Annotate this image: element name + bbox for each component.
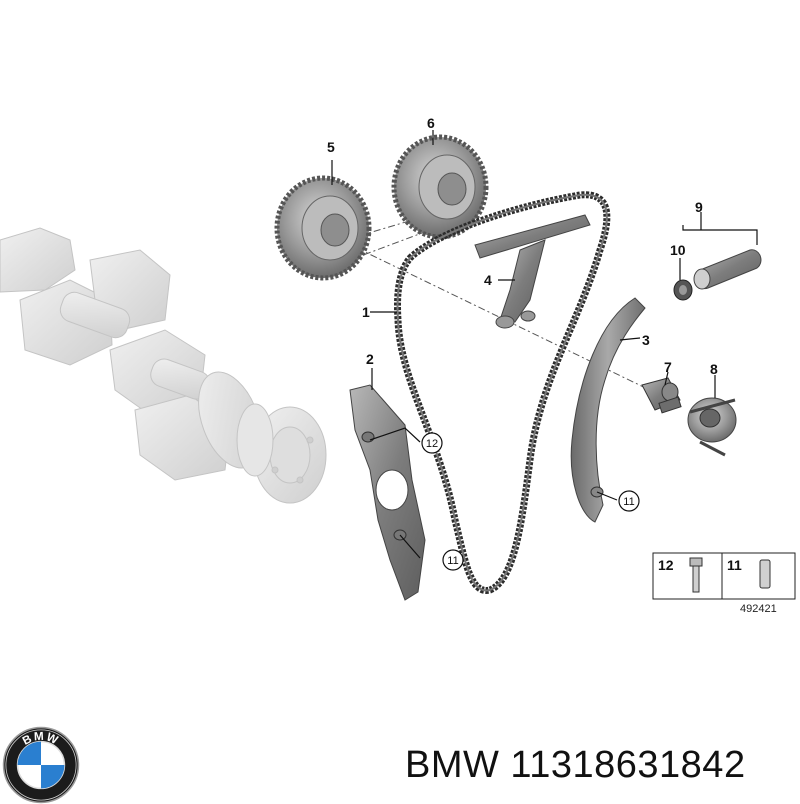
timing-chain-highlight [396,193,608,592]
svg-text:11: 11 [623,496,634,508]
callout-6: 6 [427,115,435,131]
circled-callout-11-left: 11 [442,549,464,571]
camshaft-sprocket-6 [391,134,489,240]
circled-callout-11-right: 11 [618,490,640,512]
svg-text:11: 11 [447,555,458,567]
callout-9: 9 [695,199,703,215]
dowel-11-icon [759,559,771,589]
callout-2: 2 [366,351,374,367]
circled-callout-12: 12 [421,432,443,454]
svg-text:12: 12 [426,438,438,450]
callout-1: 1 [362,304,370,320]
svg-text:BMW: BMW [20,730,61,748]
axis-lines [329,199,661,396]
part-number-caption: BMW 11318631842 [405,744,746,786]
callout-4: 4 [484,272,492,288]
vanos-unit-8 [687,397,737,457]
timing-chain [394,191,611,594]
bolt-12-icon [689,557,703,593]
fastener-legend: 12 11 [652,552,796,600]
callout-8: 8 [710,361,718,377]
tensioner-rail-3 [570,297,646,523]
callout-5: 5 [327,139,335,155]
crankshaft-illustration [0,227,327,504]
reference-number: 492421 [740,603,777,615]
chain-tensioner-9 [673,249,762,301]
callout-7: 7 [664,359,672,375]
central-valve-7 [641,377,682,414]
legend-label-11: 11 [727,557,742,573]
guide-rail-4 [474,214,591,329]
guide-rail-2 [349,384,426,601]
camshaft-sprocket-5 [274,175,372,281]
callout-10: 10 [670,242,686,258]
bmw-logo-icon: BMW [2,726,80,804]
legend-label-12: 12 [658,557,674,573]
leader-lines [331,130,758,559]
callout-3: 3 [642,332,650,348]
